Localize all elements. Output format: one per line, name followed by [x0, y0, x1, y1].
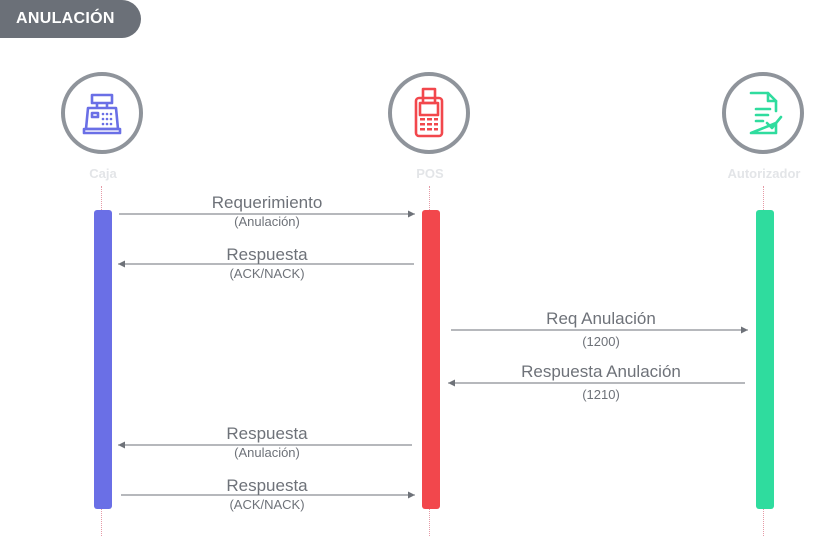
message-title: Respuesta Anulación	[521, 362, 681, 381]
actor-caja-circle	[61, 72, 143, 154]
actor-pos-label: POS	[416, 166, 444, 181]
message-label-respuesta-ack: Respuesta (ACK/NACK)	[167, 245, 367, 283]
message-label-req-anulacion: Req Anulación (1200)	[491, 309, 711, 351]
message-label-respuesta-ack-final: Respuesta (ACK/NACK)	[167, 476, 367, 514]
actor-pos-circle	[388, 72, 470, 154]
activation-bar-autorizador	[756, 210, 774, 509]
document-check-icon	[749, 91, 783, 135]
message-title: Respuesta	[226, 476, 308, 495]
section-title-badge: ANULACIÓN	[0, 0, 141, 38]
actor-autorizador-circle	[722, 72, 804, 154]
activation-bar-pos	[422, 210, 440, 509]
message-subtitle: (1200)	[582, 334, 620, 349]
message-title: Requerimiento	[211, 193, 323, 212]
message-subtitle: (Anulación)	[234, 214, 300, 229]
pos-terminal-icon	[414, 87, 444, 138]
message-subtitle: (1210)	[582, 387, 620, 402]
message-title: Respuesta	[226, 424, 308, 443]
actor-autorizador-label: Autorizador	[727, 166, 801, 181]
message-label-respuesta-anulacion: Respuesta Anulación (1210)	[491, 362, 711, 404]
message-subtitle: (ACK/NACK)	[229, 266, 305, 281]
activation-bar-caja	[94, 210, 112, 509]
actor-caja-label: Caja	[89, 166, 117, 181]
cash-register-icon	[82, 93, 122, 135]
message-label-respuesta-anulacion-caja: Respuesta (Anulación)	[167, 424, 367, 462]
message-title: Respuesta	[226, 245, 308, 264]
message-subtitle: (ACK/NACK)	[229, 497, 305, 512]
message-subtitle: (Anulación)	[234, 445, 300, 460]
message-label-requerimiento: Requerimiento (Anulación)	[167, 193, 367, 231]
message-title: Req Anulación	[546, 309, 656, 328]
